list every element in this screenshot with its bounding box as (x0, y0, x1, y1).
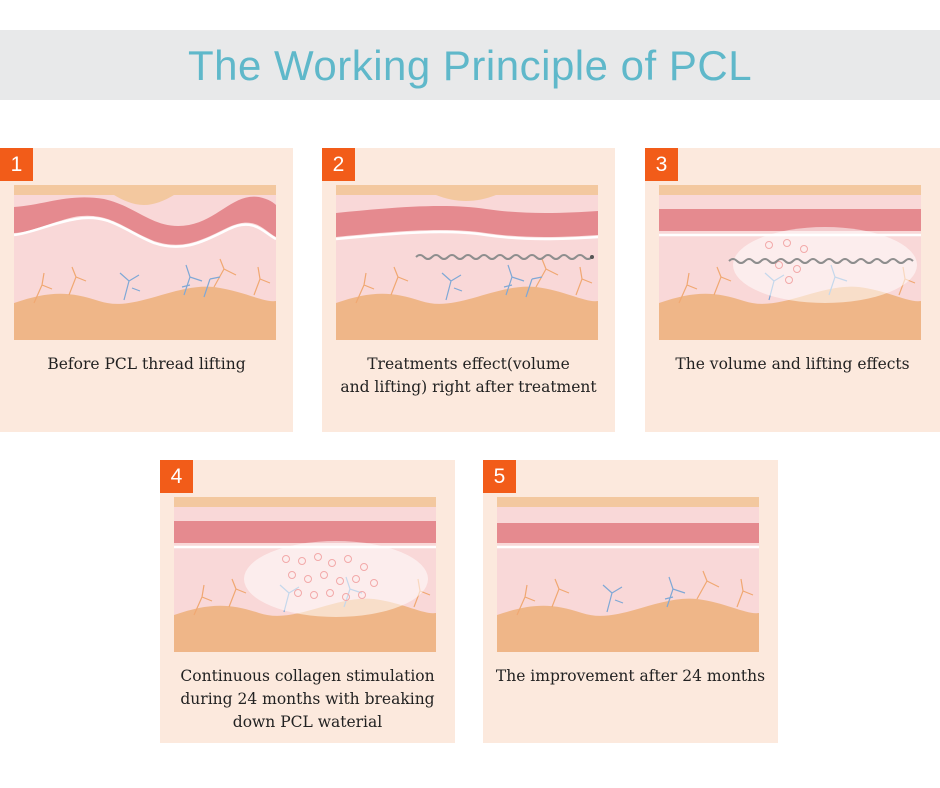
caption-line: and lifting) right after treatment (340, 378, 597, 396)
white-line-wavy (14, 216, 276, 248)
step-number-badge: 4 (160, 460, 193, 493)
epidermis-layer (174, 497, 436, 507)
collagen-glow (244, 541, 428, 617)
pcl-thread (415, 254, 593, 260)
caption-line: Treatments effect(volume (367, 355, 570, 373)
step-card-3: 3 The volume and lifting effects (645, 148, 940, 432)
collagen-dots (282, 553, 378, 601)
epidermis-layer (659, 185, 921, 195)
skin-illustration-collagen-stimulation (174, 497, 436, 652)
step-card-1: 1 Before PCL thread lifting (0, 148, 293, 432)
blood-vessels (516, 570, 754, 616)
dermis-band (659, 209, 921, 231)
caption-line: The improvement after 24 months (495, 667, 766, 685)
dermis-band (336, 206, 598, 237)
blue-vessels (441, 264, 543, 301)
thread-tip (590, 255, 594, 259)
step-caption: The volume and lifting effects (651, 353, 934, 376)
step-number-badge: 1 (0, 148, 33, 181)
dermis-band-wavy (14, 196, 276, 245)
fat-layer (14, 286, 276, 340)
fat-layer (336, 286, 598, 340)
dermis-band (497, 523, 759, 543)
step-number-badge: 3 (645, 148, 678, 181)
dermis-band (174, 521, 436, 543)
title-banner: The Working Principle of PCL (0, 30, 940, 100)
skin-illustration-before (14, 185, 276, 340)
caption-line: during 24 months with breaking (180, 690, 435, 708)
skin-illustration-after-treatment (336, 185, 598, 340)
collagen-glow (733, 227, 917, 303)
blood-vessels (355, 258, 593, 304)
blue-vessels (602, 576, 686, 613)
skin-illustration-improvement (497, 497, 759, 652)
epidermis-layer (336, 185, 598, 201)
step-card-2: 2 Treatments effect(volume and lifting) … (322, 148, 615, 432)
step-number-badge: 5 (483, 460, 516, 493)
blood-vessels (678, 266, 916, 304)
collagen-dots (765, 239, 808, 284)
pcl-thread (728, 258, 914, 264)
step-caption: Continuous collagen stimulation during 2… (166, 665, 449, 734)
caption-line: Before PCL thread lifting (47, 355, 246, 373)
step-number-badge: 2 (322, 148, 355, 181)
caption-line: Continuous collagen stimulation (180, 667, 435, 685)
step-caption: Treatments effect(volume and lifting) ri… (328, 353, 609, 399)
fat-layer (497, 598, 759, 652)
caption-line: The volume and lifting effects (675, 355, 910, 373)
step-card-5: 5 The improvement after 24 months (483, 460, 778, 743)
blood-vessels (33, 258, 271, 304)
step-caption: The improvement after 24 months (489, 665, 772, 688)
white-line (336, 230, 598, 241)
page-title: The Working Principle of PCL (187, 42, 753, 89)
step-caption: Before PCL thread lifting (6, 353, 287, 376)
caption-line: down PCL waterial (232, 713, 383, 731)
step-card-4: 4 Continuous collagen stimulation during… (160, 460, 455, 743)
blue-vessels (119, 264, 221, 301)
blood-vessels (193, 578, 431, 616)
epidermis-layer (497, 497, 759, 507)
epidermis-layer (14, 185, 276, 205)
skin-illustration-volume-lifting (659, 185, 921, 340)
